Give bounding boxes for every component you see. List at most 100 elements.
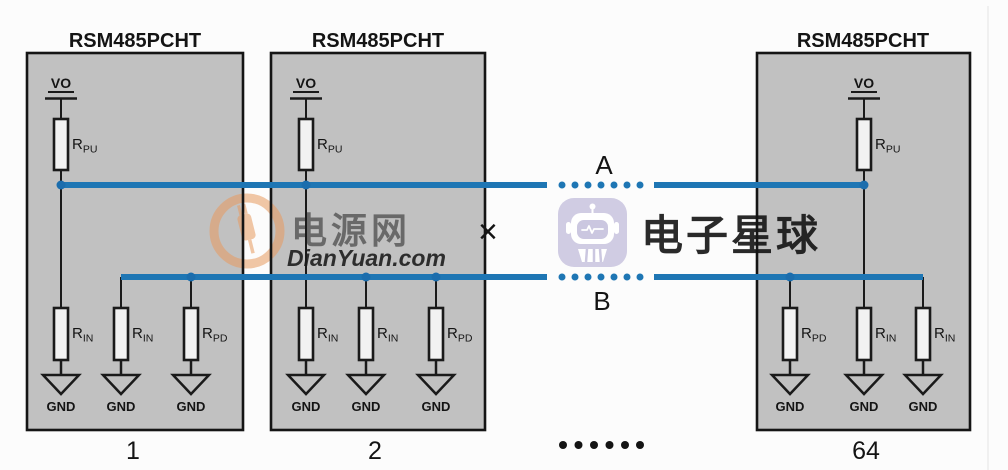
watermark-dzxq-cn: 电子星球 <box>641 212 821 259</box>
gnd-symbols <box>285 360 457 396</box>
rpd-label-sub: PD <box>812 333 827 345</box>
rpd-label: R <box>447 325 458 342</box>
vo-label: VO <box>854 75 874 91</box>
module-64-title: RSM485PCHT <box>797 30 929 52</box>
gnd-icon <box>902 373 944 396</box>
junction-dot <box>859 180 869 190</box>
rpd-label: R <box>202 325 213 342</box>
rin-label: R <box>377 325 388 342</box>
rin-label-sub: IN <box>388 333 399 345</box>
rin-label-sub: IN <box>945 333 956 345</box>
junction-dot <box>431 272 441 282</box>
bus-lines <box>56 180 923 282</box>
svg-text:RPD: RPD <box>202 325 228 345</box>
junction-dot <box>785 272 795 282</box>
module-box-borders <box>25 51 972 432</box>
junction-dot <box>56 180 66 190</box>
svg-text:RPU: RPU <box>72 136 97 156</box>
resistor-rpd <box>781 306 799 362</box>
watermark-layer: 电源网 DianYuan.com × 电子星球 <box>209 193 821 271</box>
rin-label-sub: IN <box>83 333 94 345</box>
gnd-label: GND <box>352 399 381 414</box>
bus-b-label: B <box>593 286 610 316</box>
gnd-symbols <box>769 360 944 396</box>
gnd-label: GND <box>909 399 938 414</box>
bus-junction-dots <box>56 180 869 282</box>
gnd-label: GND <box>107 399 136 414</box>
junction-dot <box>186 272 196 282</box>
circuit-wires <box>40 91 944 396</box>
rpu-label-sub: PU <box>83 144 98 156</box>
module-2-title: RSM485PCHT <box>312 30 444 52</box>
gnd-icon <box>170 373 212 396</box>
module-2-circuit <box>285 91 457 396</box>
gnd-symbols <box>40 360 212 396</box>
svg-text:RIN: RIN <box>317 325 338 345</box>
svg-text:RPD: RPD <box>801 325 827 345</box>
gnd-icon <box>40 373 82 396</box>
gnd-icon <box>769 373 811 396</box>
junction-dot <box>301 180 311 190</box>
watermark-dianyuan-domain: DianYuan.com <box>287 245 446 271</box>
module-1-box <box>27 53 243 430</box>
module-ellipsis-dots <box>559 441 644 449</box>
module-1-border <box>25 51 245 432</box>
rpd-label-sub: PD <box>213 333 228 345</box>
svg-text:RIN: RIN <box>72 325 93 345</box>
rpu-label: R <box>72 136 83 153</box>
module-1-title: RSM485PCHT <box>69 30 201 52</box>
svg-text:RIN: RIN <box>377 325 398 345</box>
rin-label: R <box>132 325 143 342</box>
gnd-label: GND <box>776 399 805 414</box>
resistor-rin <box>914 306 932 362</box>
svg-text:RPD: RPD <box>447 325 473 345</box>
rpd-label: R <box>801 325 812 342</box>
module-64-circuit <box>769 91 944 396</box>
resistor-rin <box>52 306 70 362</box>
rpu-label: R <box>875 136 886 153</box>
rin-label: R <box>72 325 83 342</box>
rpu-label-sub: PU <box>886 144 901 156</box>
vo-label: VO <box>296 75 316 91</box>
rpu-label-sub: PU <box>328 144 343 156</box>
svg-text:RIN: RIN <box>875 325 896 345</box>
rpd-label-sub: PD <box>458 333 473 345</box>
text-layer: RSM485PCHT RSM485PCHT RSM485PCHT VO VO V… <box>47 30 956 465</box>
bus-a-break-dots <box>558 181 644 189</box>
module-1-number: 1 <box>126 437 140 465</box>
bus-a-label: A <box>595 150 613 180</box>
gnd-label: GND <box>292 399 321 414</box>
svg-text:RIN: RIN <box>132 325 153 345</box>
rin-label-sub: IN <box>886 333 897 345</box>
module-2-border <box>269 51 487 432</box>
robot-icon <box>558 198 627 267</box>
gnd-label: GND <box>422 399 451 414</box>
resistor-rpu <box>855 117 873 172</box>
gnd-label: GND <box>850 399 879 414</box>
gnd-icon <box>285 373 327 396</box>
resistor-rpu <box>52 117 70 172</box>
resistor-rpd <box>182 306 200 362</box>
rin-label-sub: IN <box>143 333 154 345</box>
resistor-rin <box>855 306 873 362</box>
gnd-icon <box>100 373 142 396</box>
resistor-rin <box>357 306 375 362</box>
rin-label: R <box>875 325 886 342</box>
junction-dot <box>361 272 371 282</box>
rin-label: R <box>934 325 945 342</box>
module-1-circuit <box>40 91 212 396</box>
gnd-icon <box>345 373 387 396</box>
gnd-icon <box>843 373 885 396</box>
gnd-label: GND <box>177 399 206 414</box>
watermark-separator: × <box>478 213 498 251</box>
module-64-border <box>755 51 972 432</box>
resistor-rin <box>112 306 130 362</box>
module-64-number: 64 <box>852 437 880 465</box>
svg-text:RPU: RPU <box>317 136 342 156</box>
rpu-label: R <box>317 136 328 153</box>
gnd-icon <box>415 373 457 396</box>
rin-label-sub: IN <box>328 333 339 345</box>
bus-b-break-dots <box>558 273 644 281</box>
